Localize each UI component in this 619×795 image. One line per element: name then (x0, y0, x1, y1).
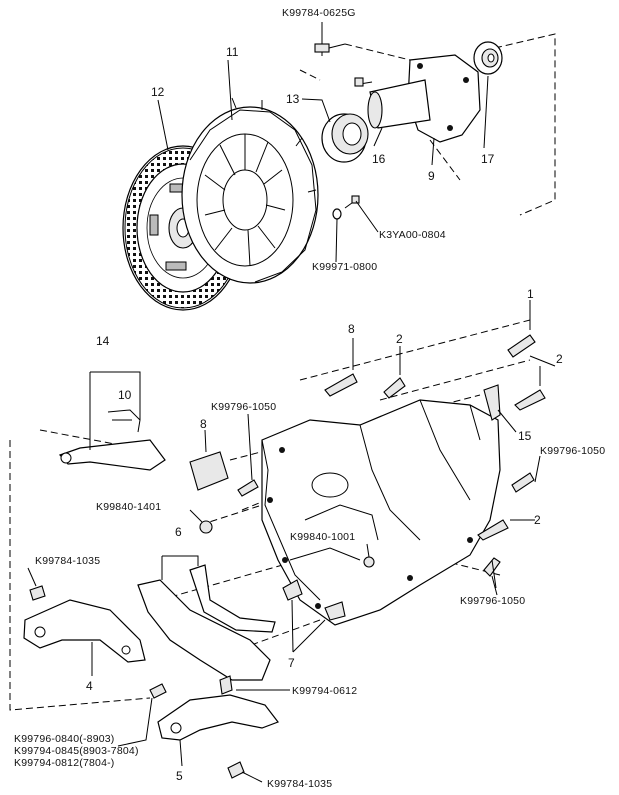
code-k99796-0840: K99796-0840(-8903) (14, 733, 115, 745)
bracket-part-15 (483, 384, 517, 433)
code-k99784-1035-bottom: K99784-1035 (267, 778, 332, 790)
part-number-7: 7 (288, 656, 295, 670)
code-k3ya00-0804: K3YA00-0804 (379, 229, 446, 241)
top-leader-lines (157, 59, 489, 263)
part-number-12: 12 (151, 85, 165, 99)
oil-seal-part-17 (473, 41, 503, 75)
part-number-11: 11 (226, 45, 239, 59)
shield-part-6 (137, 555, 276, 681)
part-number-9: 9 (428, 169, 435, 183)
code-k99784-0625g: K99784-0625G (282, 7, 356, 19)
bracket-part-5 (117, 675, 290, 783)
code-k99796-1050-right: K99796-1050 (540, 445, 605, 457)
transmission-leader-lines (491, 355, 556, 589)
bolt-k3ya00-0804 (344, 195, 360, 209)
bolt-part-2-upper (383, 346, 406, 399)
bolt-part-2-right (514, 366, 546, 411)
code-k99971-0800: K99971-0800 (312, 261, 377, 273)
part-number-2-lower: 2 (534, 513, 541, 527)
code-k99840-1001: K99840-1001 (290, 531, 355, 543)
code-k99794-0612: K99794-0612 (292, 685, 357, 697)
bracket-part-4 (23, 567, 146, 676)
part-number-10: 10 (118, 388, 132, 402)
code-k99794-0812: K99794-0812(7804-) (14, 757, 115, 769)
part-number-16: 16 (372, 152, 386, 166)
bolt-part-8-upper (324, 338, 358, 397)
part-number-2-right: 2 (556, 352, 563, 366)
dowel-part-7 (282, 579, 346, 653)
transmission-dashed-lines (9, 319, 531, 711)
part-number-8-upper: 8 (348, 322, 355, 336)
part-number-5: 5 (176, 769, 183, 783)
part-number-13: 13 (286, 92, 300, 106)
part-number-14: 14 (96, 334, 110, 348)
mount-part-8 (189, 413, 259, 497)
part-number-6: 6 (175, 525, 182, 539)
washer-k99971-0800 (332, 208, 342, 220)
bolt-k99796-1050-bottom (483, 557, 501, 596)
release-bearing-part-13 (321, 113, 369, 163)
release-fork-part-14 (58, 371, 166, 471)
nut-k99840-1001 (363, 543, 375, 568)
transmission-case (261, 399, 501, 626)
code-k99840-1401: K99840-1401 (96, 501, 161, 513)
bolt-k99784-0625g (314, 22, 346, 56)
part-number-1: 1 (527, 287, 534, 301)
code-k99796-1050-bottom: K99796-1050 (460, 595, 525, 607)
part-number-17: 17 (481, 152, 495, 166)
code-k99784-1035-top: K99784-1035 (35, 555, 100, 567)
pressure-plate-part-11 (181, 97, 319, 284)
part-number-2-upper: 2 (396, 332, 403, 346)
part-number-15: 15 (518, 429, 532, 443)
code-k99794-0845: K99794-0845(8903-7804) (14, 745, 139, 757)
part-number-4: 4 (86, 679, 93, 693)
nut-k99840-1401 (189, 509, 213, 534)
part-number-8-lower: 8 (200, 417, 207, 431)
bolt-part-1 (507, 300, 536, 358)
bearing-housing-part-9 (354, 54, 481, 143)
bolt-k99796-1050-right (511, 472, 535, 493)
code-k99796-1050-top: K99796-1050 (211, 401, 276, 413)
top-group-dashed-outline (299, 33, 556, 216)
bolt-part-2-lower (477, 519, 535, 541)
